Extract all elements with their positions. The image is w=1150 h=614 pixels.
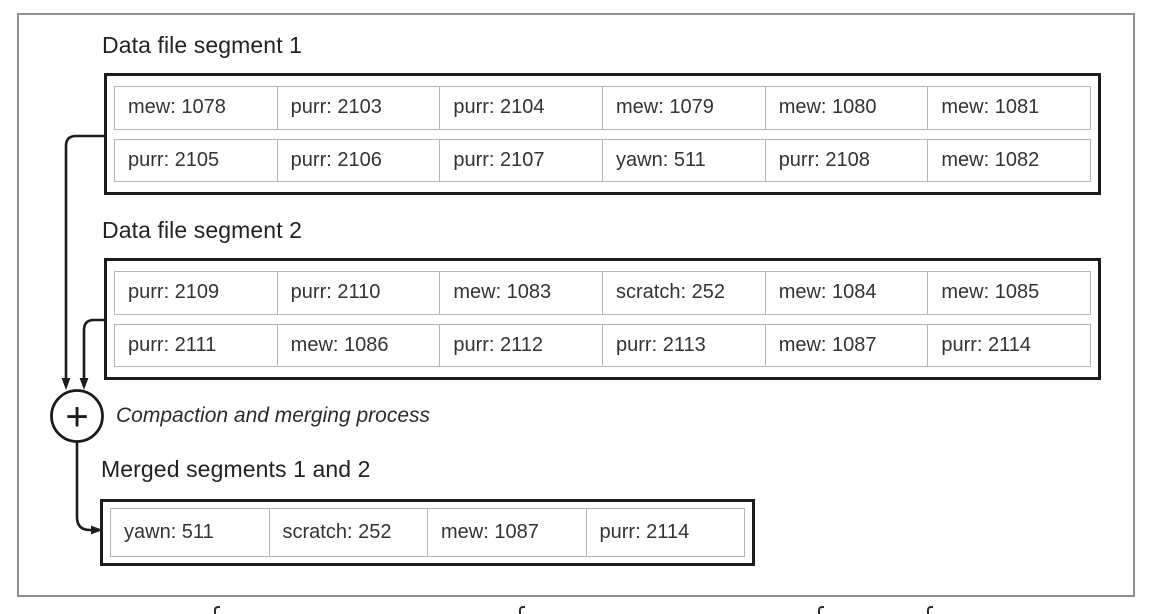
record-cell: mew: 1084 [765,271,929,315]
record-cell: purr: 2111 [114,323,278,367]
record-cell: purr: 2105 [114,138,278,182]
record-cell: yawn: 511 [110,508,270,557]
cropped-caption-fragment [818,606,824,614]
segment1-title: Data file segment 1 [102,32,303,58]
segment2-title: Data file segment 2 [102,217,303,243]
record-cell: mew: 1087 [765,323,929,367]
record-cell: scratch: 252 [269,508,428,557]
record-cell: mew: 1087 [428,508,587,557]
record-cell: mew: 1081 [928,86,1092,130]
cropped-caption-fragment [927,606,933,614]
cropped-caption-fragment [214,606,220,614]
merged-title: Merged segments 1 and 2 [101,456,371,482]
record-cell: purr: 2113 [603,323,766,367]
record-cell: purr: 2107 [440,138,604,182]
record-cell: scratch: 252 [603,271,766,315]
record-cell: purr: 2109 [114,271,278,315]
record-cell: purr: 2106 [277,138,441,182]
record-cell: purr: 2114 [928,323,1092,367]
record-cell: purr: 2114 [586,508,745,557]
record-cell: purr: 2103 [277,86,441,130]
record-cell: mew: 1086 [277,323,441,367]
record-cell: mew: 1085 [928,271,1092,315]
record-cell: mew: 1080 [765,86,929,130]
record-cell: mew: 1082 [928,138,1092,182]
record-cell: purr: 2110 [277,271,441,315]
record-cell: purr: 2112 [440,323,604,367]
process-label: Compaction and merging process [116,404,430,427]
record-cell: mew: 1079 [603,86,766,130]
record-cell: mew: 1078 [114,86,278,130]
record-cell: purr: 2108 [765,138,929,182]
record-cell: yawn: 511 [603,138,766,182]
record-cell: purr: 2104 [440,86,604,130]
record-cell: mew: 1083 [440,271,604,315]
cropped-caption-fragment [519,606,525,614]
